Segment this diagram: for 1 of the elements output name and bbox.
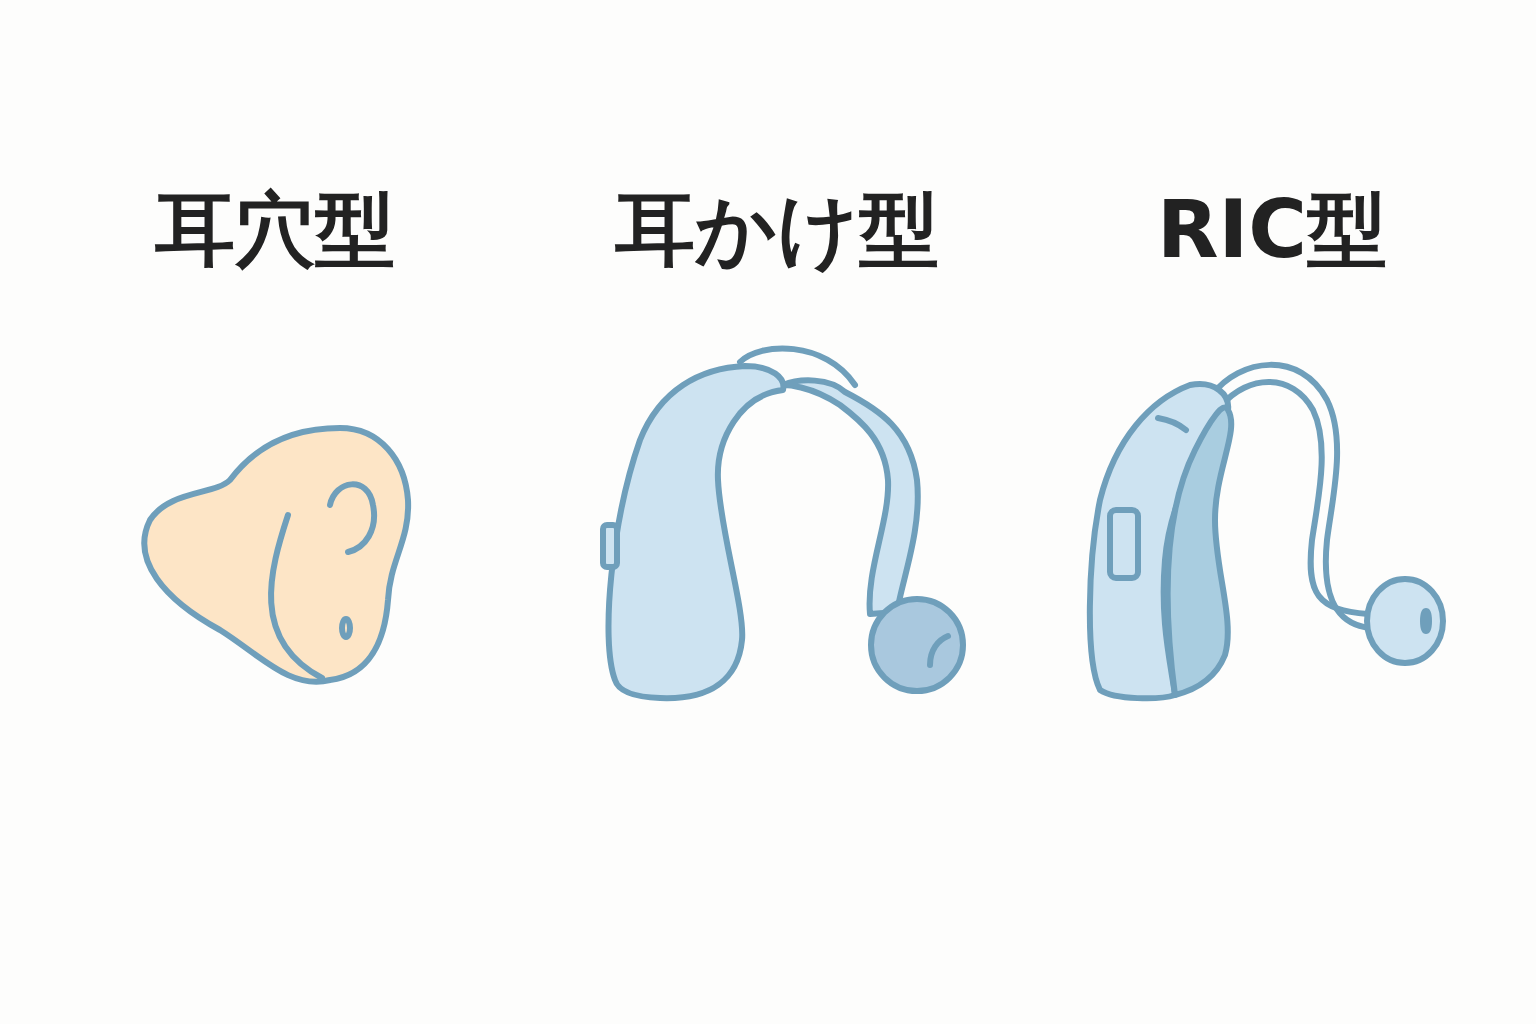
- type-heading: RIC型: [1156, 190, 1388, 270]
